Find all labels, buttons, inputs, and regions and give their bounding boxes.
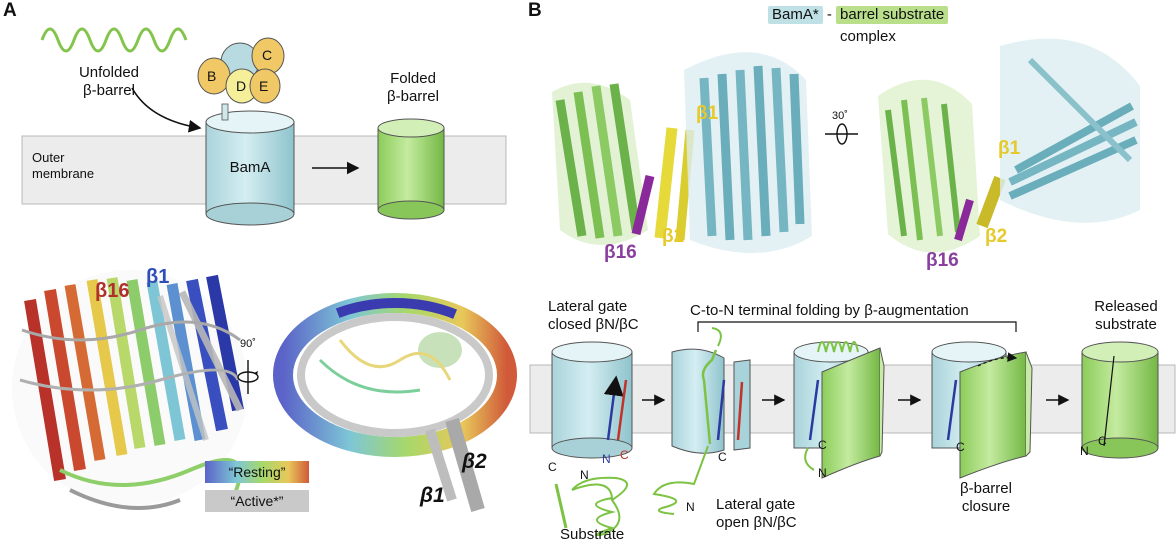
folded-label-line2: β-barrel <box>387 88 439 105</box>
bama-tag: BamA* <box>768 6 823 24</box>
bam-complex-subunits <box>197 37 285 104</box>
stage2-c-label: C <box>718 450 727 464</box>
closure-label: β-barrel closure <box>938 480 1034 516</box>
stage4-closure <box>931 341 1033 479</box>
folded-label-line1: Folded <box>390 70 436 87</box>
complex-structure-left <box>552 52 812 254</box>
gate-closed-label: Lateral gate closed βN/βC <box>548 298 639 334</box>
stage5-released-barrel <box>1081 341 1159 459</box>
label-beta1-b-left: β1 <box>696 103 719 124</box>
unfolded-substrate-squiggle <box>40 27 188 53</box>
substrate-label: Substrate <box>560 526 625 543</box>
panel-a-letter: A <box>3 0 17 21</box>
rotation-30-label: 30˚ <box>832 110 848 122</box>
folded-barrel-cylinder <box>377 118 445 220</box>
panel-a-schematic <box>21 27 507 226</box>
panel-b-letter: B <box>528 0 542 21</box>
stage2-gate-open <box>652 327 751 515</box>
label-beta2-b-left: β2 <box>662 226 685 247</box>
label-beta16-b-right: β16 <box>926 250 959 271</box>
label-beta16-a: β16 <box>95 280 130 302</box>
stage3-c-label: C <box>818 438 827 452</box>
complex-title-line2: complex <box>840 28 896 45</box>
legend-resting-label: “Resting” <box>228 464 286 480</box>
label-beta2-b-right: β2 <box>985 226 1008 247</box>
subunit-e: E <box>259 78 269 94</box>
stage1-c-label: C <box>620 448 629 462</box>
unfolded-label-line1: Unfolded <box>78 64 140 81</box>
gate-closed-line2: closed βN/βC <box>548 316 639 333</box>
substrate-chain <box>554 476 628 537</box>
label-beta1-a-right: β1 <box>420 484 445 507</box>
gate-open-line2: open βN/βC <box>716 514 797 531</box>
stage1-n-label: N <box>602 452 611 466</box>
substrate-tag: barrel substrate <box>836 6 949 24</box>
stage3-n-label: N <box>818 466 827 480</box>
legend-active-swatch <box>205 490 309 512</box>
complex-structure-right <box>878 38 1140 253</box>
closure-line2: closure <box>961 498 1011 515</box>
gate-open-label: Lateral gate open βN/βC <box>716 496 797 532</box>
folded-label: Folded β-barrel <box>368 70 458 106</box>
closure-line1: β-barrel <box>960 480 1012 497</box>
stage5-c-label: C <box>1098 434 1107 448</box>
complex-title-dash: - <box>826 6 832 23</box>
released-line1: Released <box>1094 298 1158 315</box>
membrane-label-line2: membrane <box>32 166 95 181</box>
rotation-90-icon <box>237 360 259 394</box>
stage5-n-label: N <box>1080 444 1089 458</box>
stage2-n-label: N <box>686 500 695 514</box>
legend-active-label: “Active*” <box>230 493 284 509</box>
subunit-c: C <box>262 47 273 63</box>
complex-title-line1: BamA* - barrel substrate <box>768 6 949 24</box>
legend-resting-swatch <box>205 461 309 483</box>
label-beta1-a: β1 <box>146 266 170 288</box>
membrane-label-line1: Outer <box>32 150 65 165</box>
label-beta2-a: β2 <box>462 450 487 473</box>
unfolded-label: Unfolded β-barrel <box>64 64 154 100</box>
label-beta16-b-left: β16 <box>604 242 637 263</box>
unfolded-label-line2: β-barrel <box>83 82 135 99</box>
folding-bracket <box>697 321 1017 332</box>
rotation-90-label: 90˚ <box>240 338 256 350</box>
label-beta1-b-right: β1 <box>998 138 1021 159</box>
membrane-label: Outer membrane <box>32 150 94 182</box>
bama-structure-overlay <box>12 270 248 510</box>
subunit-d: D <box>236 78 247 94</box>
stage4-c-label: C <box>956 440 965 454</box>
bama-top-view-ring <box>273 293 517 512</box>
stage3-augmentation <box>793 341 885 479</box>
subunit-b: B <box>207 68 217 84</box>
folding-label: C-to-N terminal folding by β-augmentatio… <box>690 302 969 319</box>
gate-open-line1: Lateral gate <box>716 496 796 513</box>
gate-closed-line1: Lateral gate <box>548 298 628 315</box>
insertion-arrow <box>131 87 202 133</box>
bama-label: BamA <box>229 159 271 176</box>
substrate-n-label: N <box>580 468 589 482</box>
bama-cylinder <box>205 103 295 226</box>
released-label: Released substrate <box>1084 298 1168 334</box>
substrate-c-label: C <box>548 460 557 474</box>
stage1-bama-closed <box>551 341 633 459</box>
released-line2: substrate <box>1095 316 1157 333</box>
rotation-30-icon <box>825 123 858 145</box>
